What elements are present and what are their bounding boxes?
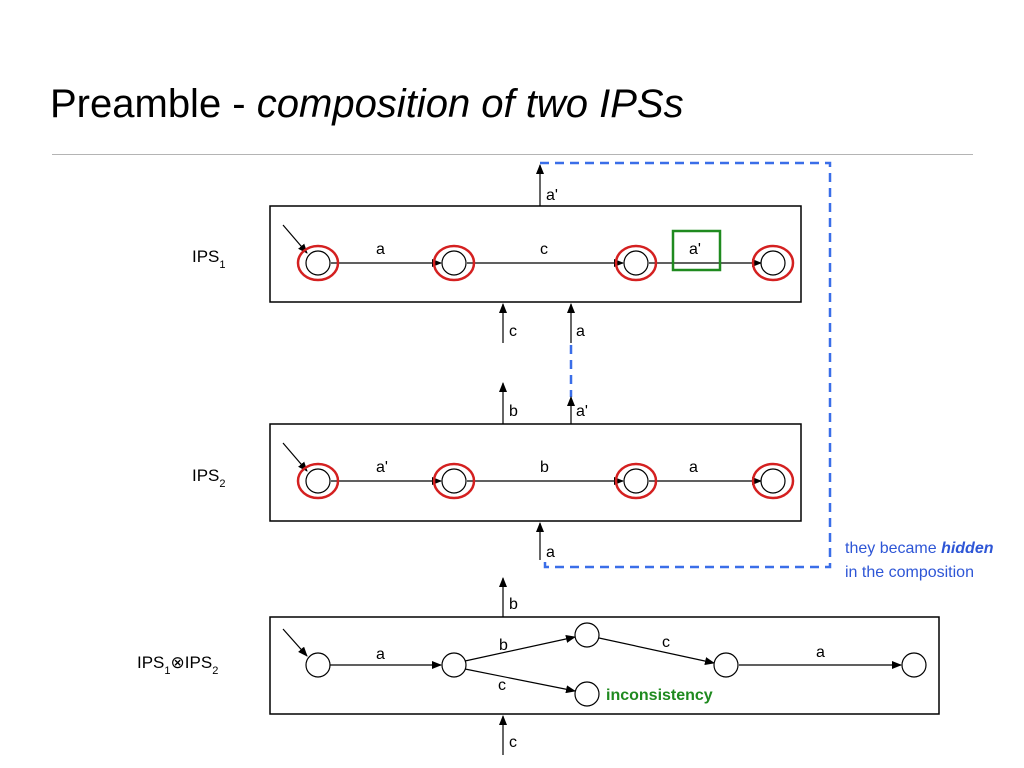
ips2-output-label-1: b — [509, 403, 518, 420]
ips1-label: IPS1 — [192, 247, 226, 271]
hidden-note-line-2: in the composition — [845, 564, 974, 581]
ips2-state-4 — [751, 462, 795, 500]
composition-state-1 — [305, 652, 331, 678]
title-prefix: Preamble - — [50, 82, 257, 126]
composition-transition-label-3: c — [498, 677, 506, 694]
hidden-note-line-1: they became hidden — [845, 540, 994, 557]
ips1-state-4 — [751, 244, 795, 282]
composition-initial-arrow — [282, 628, 308, 657]
composition-transition-label-2: b — [499, 637, 508, 654]
ips1-initial-arrow — [282, 224, 308, 254]
ips1-transition-label-1: a — [376, 241, 385, 258]
ips2-state-1 — [296, 462, 340, 500]
ips2-transition-label-2: b — [540, 459, 549, 476]
hidden-channel-dashed-line — [540, 161, 832, 569]
composition-state-3 — [574, 622, 600, 648]
ips2-state-3 — [614, 462, 658, 500]
composition-transition-c — [598, 637, 715, 665]
composition-box — [269, 616, 940, 715]
composition-state-2 — [441, 652, 467, 678]
title-emphasis: composition of two IPSs — [256, 82, 684, 126]
composition-label: IPS1⊗IPS2 — [137, 653, 218, 677]
ips1-output-label: a' — [546, 187, 558, 204]
ips1-state-2 — [432, 244, 476, 282]
ips2-input-label: a — [546, 544, 555, 561]
title-divider — [52, 154, 973, 155]
composition-transition-label-4: c — [662, 634, 670, 651]
ips2-transition-label-3: a — [689, 459, 698, 476]
ips2-state-2 — [432, 462, 476, 500]
inconsistency-label: inconsistency — [606, 687, 713, 704]
composition-transition-b — [464, 635, 576, 662]
ips2-box — [269, 423, 802, 522]
ips2-label: IPS2 — [192, 466, 226, 490]
composition-state-5 — [713, 652, 739, 678]
ips2-output-label-2: a' — [576, 403, 588, 420]
ips2-initial-arrow — [282, 442, 308, 472]
ips1-box — [269, 205, 802, 303]
ips1-input-label-1: c — [509, 323, 517, 340]
composition-transition-label-1: a — [376, 646, 385, 663]
composition-transition-label-5: a — [816, 644, 825, 661]
page-title: Preamble - composition of two IPSs — [50, 82, 684, 127]
composition-transition-c-branch — [464, 668, 576, 694]
ips1-transition-label-2: c — [540, 241, 548, 258]
composition-state-6 — [901, 652, 927, 678]
composition-input-label: c — [509, 734, 517, 751]
ips1-input-label-2: a — [576, 323, 585, 340]
ips1-highlight-box — [671, 229, 722, 272]
ips1-state-3 — [614, 244, 658, 282]
ips1-transition-label-3: a' — [689, 241, 701, 258]
composition-state-4 — [574, 681, 600, 707]
ips1-state-1 — [296, 244, 340, 282]
ips2-transition-label-1: a' — [376, 459, 388, 476]
composition-output-label: b — [509, 596, 518, 613]
